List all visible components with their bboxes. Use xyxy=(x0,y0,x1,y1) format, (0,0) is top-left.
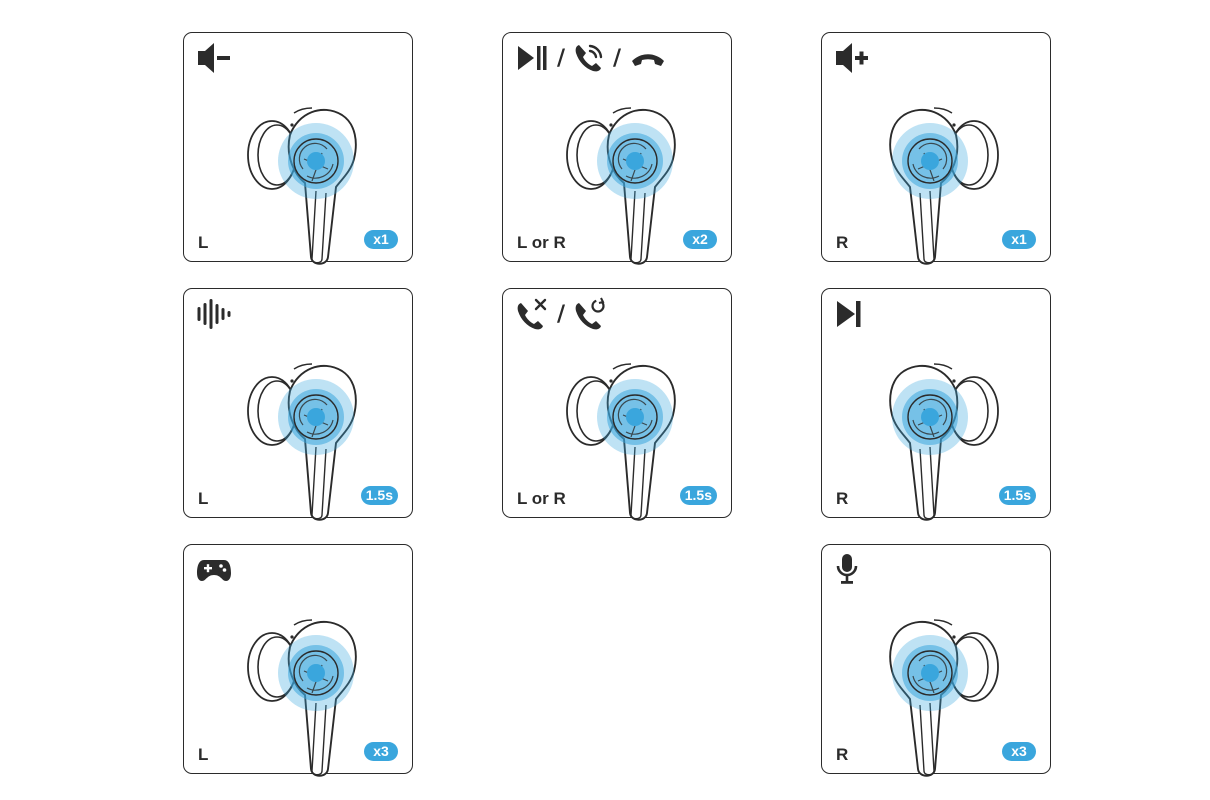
earbud-illustration xyxy=(880,329,1004,529)
earbud-illustration xyxy=(561,329,685,529)
icon-separator: / xyxy=(557,45,566,71)
earbud-side-label: L xyxy=(198,489,209,508)
card-sound-mode: L 1.5s xyxy=(183,288,413,521)
card-play-answer-hangup: / / L or R x2 xyxy=(502,32,732,265)
earbud-illustration xyxy=(561,73,685,273)
tap-count-badge: x1 xyxy=(364,230,398,249)
card-icons xyxy=(196,41,232,75)
tap-count-badge: x2 xyxy=(683,230,717,249)
card-reject-switch-call: / L or R 1.5s xyxy=(502,288,732,521)
hold-duration-badge: 1.5s xyxy=(998,486,1036,505)
card-game-mode: L x3 xyxy=(183,544,413,777)
card-icons: / xyxy=(515,297,607,331)
earbud-side-label: R xyxy=(836,489,849,508)
icon-separator: / xyxy=(613,45,622,71)
card-icons: / / xyxy=(515,41,667,75)
gamepad-icon xyxy=(196,553,232,587)
card-volume-up: R x1 xyxy=(821,32,1051,265)
earbud-illustration xyxy=(242,329,366,529)
earbud-side-label: R xyxy=(836,745,849,764)
reject-call-icon xyxy=(515,297,549,331)
card-icons xyxy=(834,41,870,75)
answer-call-icon xyxy=(573,41,605,75)
earbud-side-label: L xyxy=(198,745,209,764)
earbud-illustration xyxy=(242,73,366,273)
next-track-icon xyxy=(834,297,864,331)
earbud-side-label: L or R xyxy=(517,233,566,252)
hold-duration-badge: 1.5s xyxy=(679,486,717,505)
card-icons xyxy=(834,297,864,331)
card-icons xyxy=(196,297,232,331)
card-voice-assistant: R x3 xyxy=(821,544,1051,777)
tap-count-badge: x3 xyxy=(1002,742,1036,761)
card-next-track: R 1.5s xyxy=(821,288,1051,521)
volume-up-icon xyxy=(834,41,870,75)
microphone-icon xyxy=(834,553,860,587)
earbud-side-label: R xyxy=(836,233,849,252)
hold-duration-badge: 1.5s xyxy=(360,486,398,505)
earbud-illustration xyxy=(880,73,1004,273)
sound-wave-icon xyxy=(196,297,232,331)
earbud-side-label: L or R xyxy=(517,489,566,508)
icon-separator: / xyxy=(557,301,566,327)
tap-count-badge: x1 xyxy=(1002,230,1036,249)
volume-down-icon xyxy=(196,41,232,75)
card-icons xyxy=(834,553,860,587)
earbud-illustration xyxy=(242,585,366,785)
hang-up-icon xyxy=(629,41,667,75)
tap-count-badge: x3 xyxy=(364,742,398,761)
switch-call-icon xyxy=(573,297,607,331)
earbud-side-label: L xyxy=(198,233,209,252)
card-icons xyxy=(196,553,232,587)
earbud-illustration xyxy=(880,585,1004,785)
play-pause-icon xyxy=(515,41,549,75)
card-volume-down: L x1 xyxy=(183,32,413,265)
